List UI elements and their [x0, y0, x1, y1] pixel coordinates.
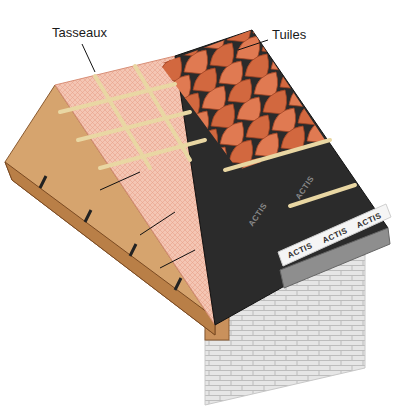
roof-tile [359, 105, 383, 129]
roof-tile [149, 39, 173, 63]
roof-tile [158, 57, 182, 81]
roof-tile [385, 98, 402, 122]
roof-tile [185, 111, 209, 135]
roof-tile [244, 0, 268, 17]
roof-tile [271, 47, 295, 71]
insulation-screen [55, 56, 215, 325]
part-label: Tasseaux [52, 26, 107, 39]
roof-tile [263, 90, 287, 114]
roof-tile [324, 94, 348, 118]
roof-tile [296, 0, 320, 3]
roof-tile [376, 80, 400, 104]
roof-tile [201, 25, 225, 49]
roof-tile [297, 40, 321, 64]
roof-tile [218, 0, 242, 24]
roof-tile [227, 18, 251, 42]
leader-lines [82, 40, 268, 268]
roof-tile [314, 15, 338, 39]
roof-tile [255, 133, 279, 157]
roof-tile [342, 130, 366, 154]
roof-tile [331, 0, 355, 14]
roof-tile [367, 62, 391, 86]
roof-tile [270, 0, 294, 10]
roof-tile [203, 147, 227, 171]
roof-tile [279, 4, 303, 28]
roof-tile [219, 61, 243, 85]
roof-tile [254, 72, 278, 96]
printed-strip [278, 204, 391, 266]
roof-tile [394, 116, 402, 140]
roof-tile [333, 112, 357, 136]
roof-tile [332, 51, 356, 75]
roof-tile [210, 43, 234, 67]
roof-tile [368, 123, 392, 147]
roof-tile [236, 36, 260, 60]
black-membrane [175, 30, 388, 325]
roof-tile [228, 79, 252, 103]
roof-tile [229, 140, 253, 164]
roof-tile [349, 26, 373, 50]
tile-group [140, 0, 402, 189]
roof-tile [280, 65, 304, 89]
roof-tile [289, 83, 313, 107]
roof-tile [245, 54, 269, 78]
roof-tile [175, 32, 199, 56]
roof-tile [305, 0, 329, 21]
roof-tile [184, 50, 208, 74]
roof-tile [166, 14, 190, 38]
roof-tile [341, 69, 365, 93]
roof-tile [358, 44, 382, 68]
part-label: Tuiles [272, 28, 306, 41]
roof-tile [192, 7, 216, 31]
roof-tile [140, 21, 164, 45]
roof-tile [237, 97, 261, 121]
roof-tile [211, 104, 235, 128]
roof-tile [306, 58, 330, 82]
roof-tile [298, 101, 322, 125]
roof-tile [272, 108, 296, 132]
roof-tile [220, 122, 244, 146]
roof-tile [323, 33, 347, 57]
roof-tile [202, 86, 226, 110]
roof-tile [193, 68, 217, 92]
roof-tile [340, 8, 364, 32]
battens [60, 66, 355, 206]
roof-tile [350, 87, 374, 111]
roof-tile [246, 115, 270, 139]
roof-tile [315, 76, 339, 100]
